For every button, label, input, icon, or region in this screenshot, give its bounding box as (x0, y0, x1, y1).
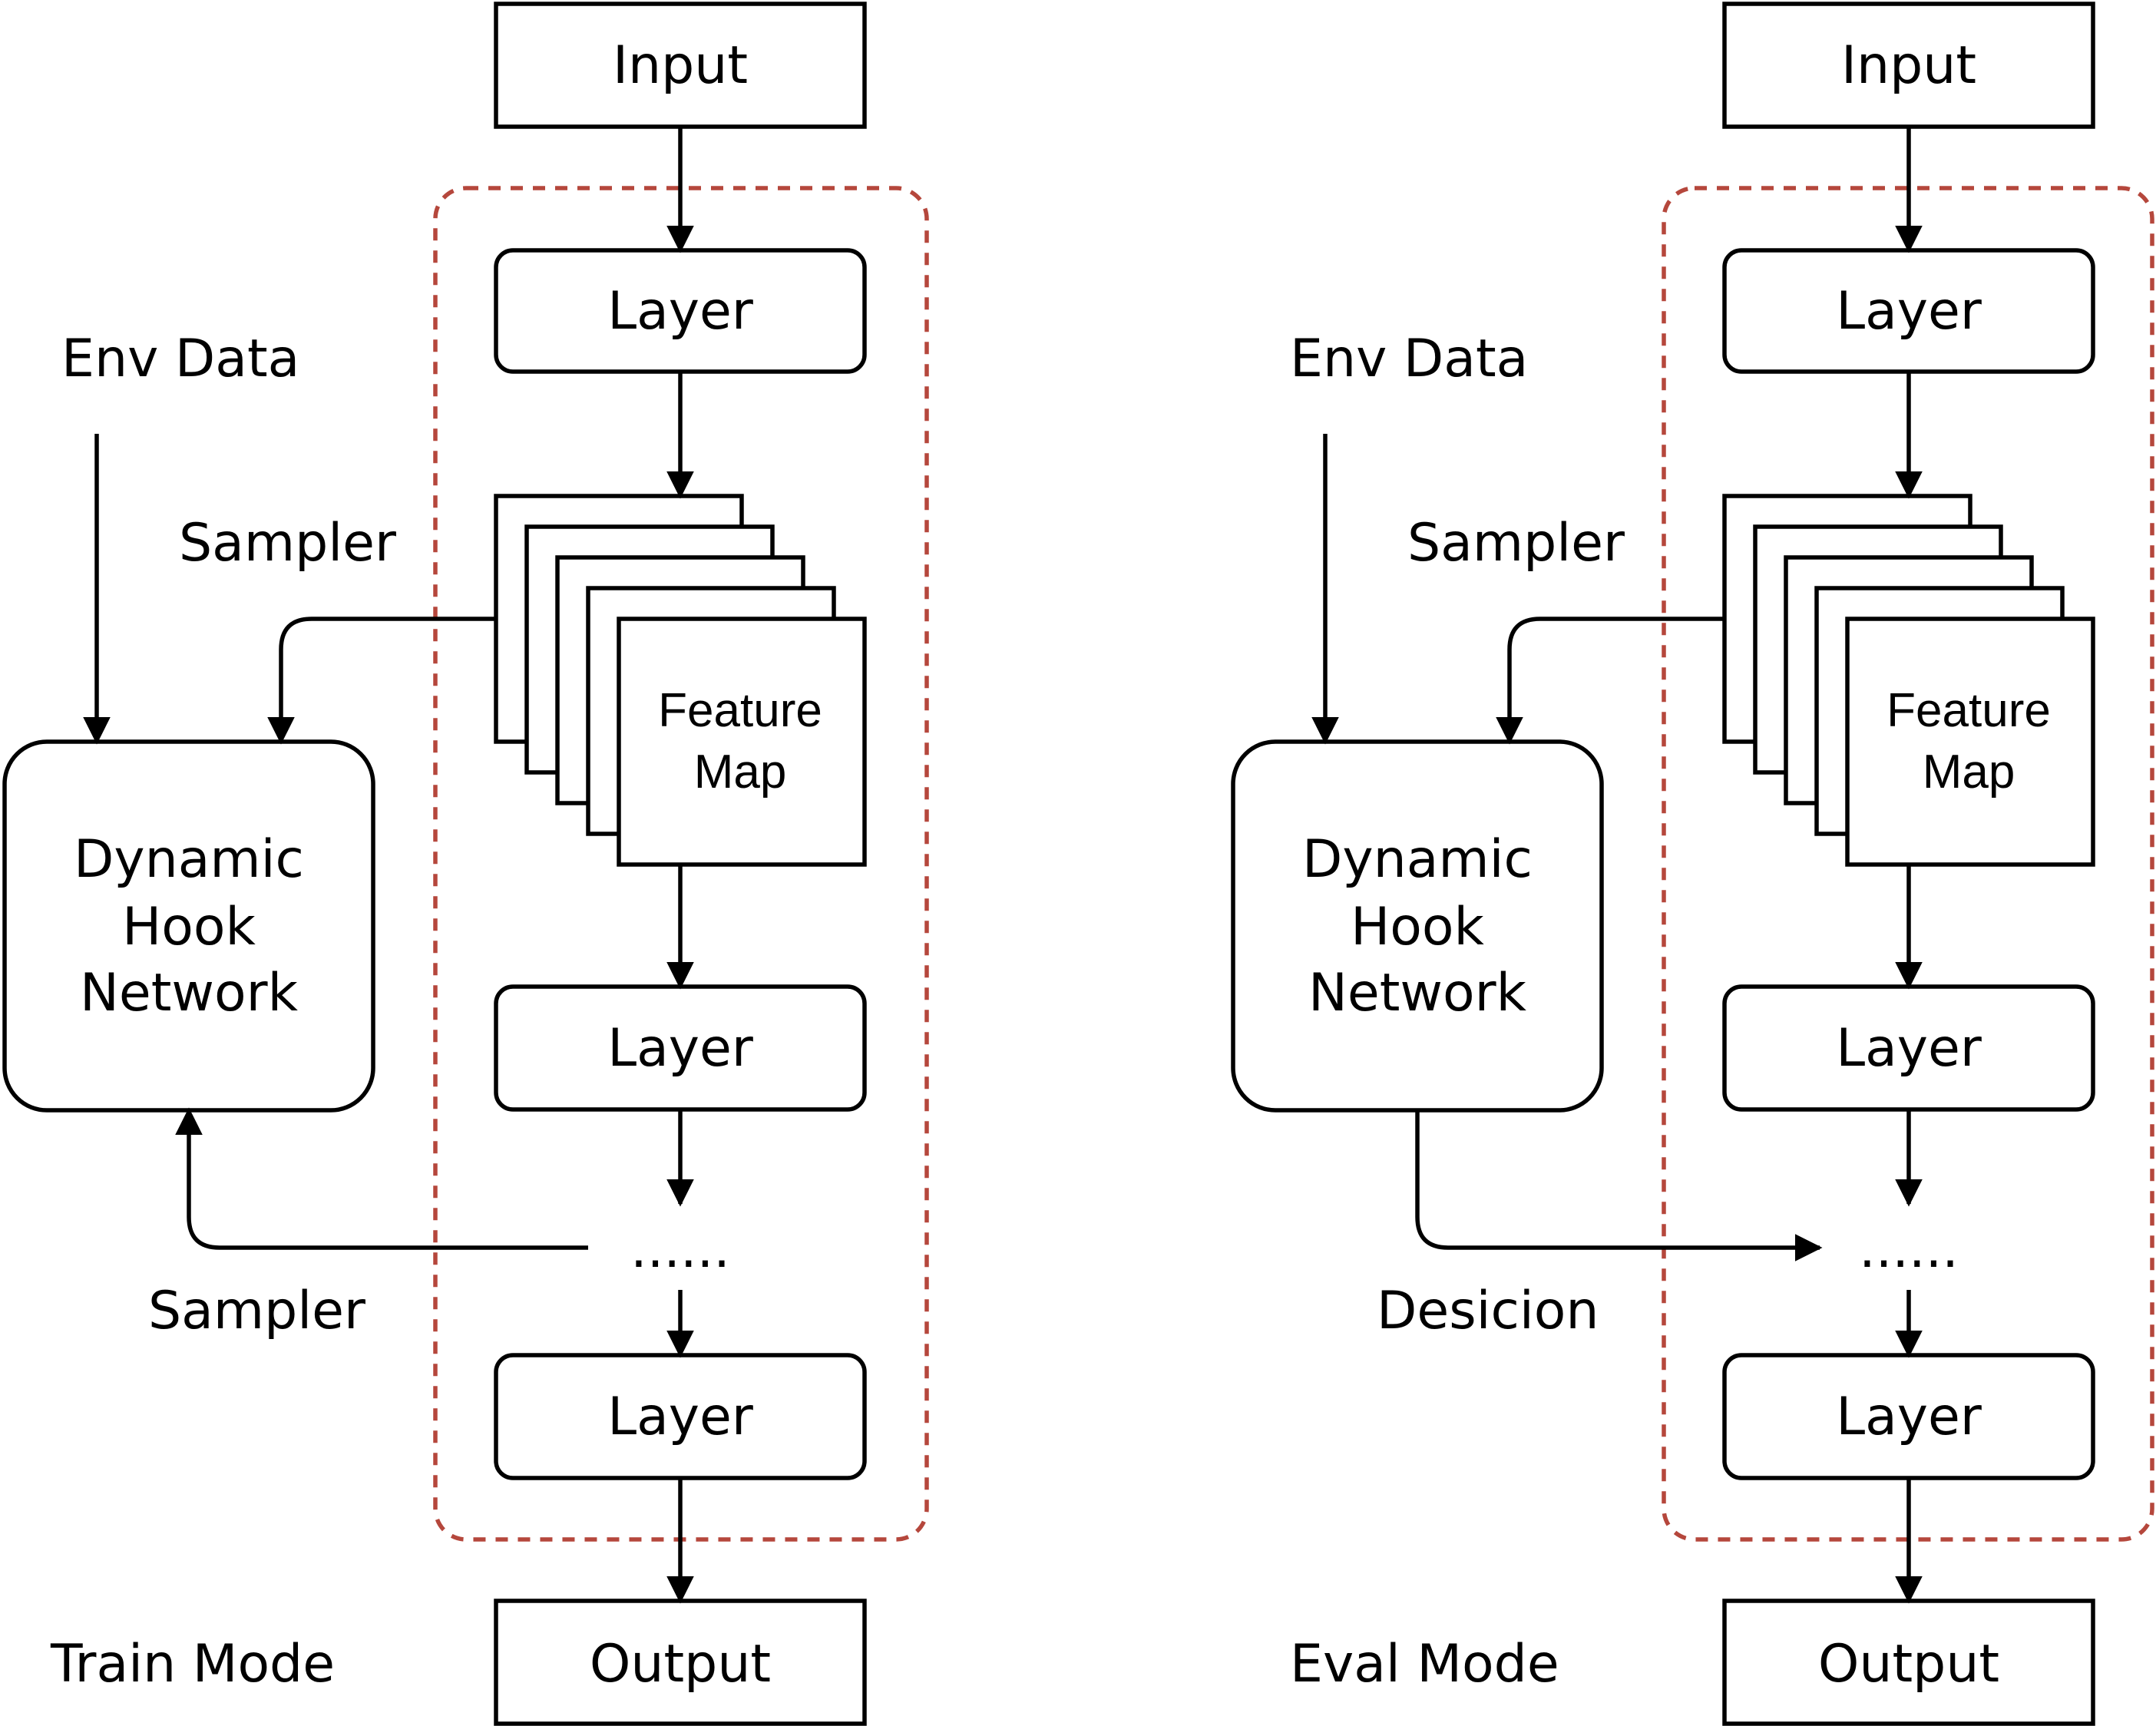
train-mode-layer-1-label: Layer (607, 281, 753, 342)
eval-mode-feature-map-label-line2: Map (1923, 746, 2015, 799)
train-mode-feature-map-label-line1: Feature (658, 684, 822, 737)
eval-mode-output-box (1722, 1599, 2095, 1726)
eval-mode-feature-map-label-line1: Feature (1886, 684, 2051, 737)
eval-mode-mode-label: Eval Mode (1290, 1634, 1559, 1695)
train-mode-sampler-top-label: Sampler (179, 513, 396, 574)
train-mode-mode-label: Train Mode (50, 1634, 335, 1695)
eval-mode-edge-feature-map-to-hook (1496, 617, 1724, 745)
train-mode-output-label: Output (590, 1634, 771, 1695)
train-mode-edge-ellipsis-to-hook (175, 1107, 588, 1250)
eval-mode-decision-label: Desicion (1377, 1281, 1599, 1341)
eval-mode-sampler-top-label: Sampler (1407, 513, 1625, 574)
train-mode-hook-label-line3: Network (80, 963, 299, 1023)
eval-mode-hook-label-line3: Network (1308, 963, 1527, 1023)
train-mode-ellipsis: ...... (630, 1219, 730, 1280)
eval-mode-panel: Input Layer Feature Map Layer ...... Lay… (1231, 2, 2154, 1726)
eval-mode-edge-hook-to-ellipsis-decision (1415, 1110, 1823, 1261)
eval-mode-output-label: Output (1818, 1634, 1999, 1695)
eval-mode-env-data-label: Env Data (1290, 329, 1528, 389)
train-mode-feature-map-label-line2: Map (694, 746, 787, 799)
train-mode-hook-label-line2: Hook (122, 897, 256, 957)
eval-mode-layer-2-label: Layer (1836, 1018, 1982, 1079)
eval-mode-feature-map-front (1845, 617, 2095, 867)
train-mode-feature-map-stack: Feature Map (494, 494, 867, 867)
eval-mode-feature-map-stack: Feature Map (1722, 494, 2095, 867)
eval-mode-layer-3-label: Layer (1836, 1387, 1982, 1447)
train-mode-input-label: Input (613, 35, 748, 96)
eval-mode-input-label: Input (1841, 35, 1976, 96)
train-mode-layer-3-label: Layer (607, 1387, 753, 1447)
train-mode-layer-2-label: Layer (607, 1018, 753, 1079)
train-mode-feature-map-front (617, 617, 867, 867)
train-mode-hook-label-line1: Dynamic (74, 829, 304, 890)
train-mode-sampler-bottom-label: Sampler (148, 1281, 365, 1341)
train-mode-output-box (494, 1599, 867, 1726)
eval-mode-hook-label-line1: Dynamic (1302, 829, 1533, 890)
eval-mode-hook-label-line2: Hook (1351, 897, 1484, 957)
eval-mode-input-box (1722, 2, 2095, 129)
eval-mode-ellipsis: ...... (1859, 1219, 1959, 1280)
eval-mode-layer-1-label: Layer (1836, 281, 1982, 342)
train-mode-edge-feature-map-to-hook (267, 617, 496, 745)
train-mode-env-data-label: Env Data (61, 329, 299, 389)
train-mode-panel: Input Layer Feature Map Layer ...... Lay… (2, 2, 929, 1726)
